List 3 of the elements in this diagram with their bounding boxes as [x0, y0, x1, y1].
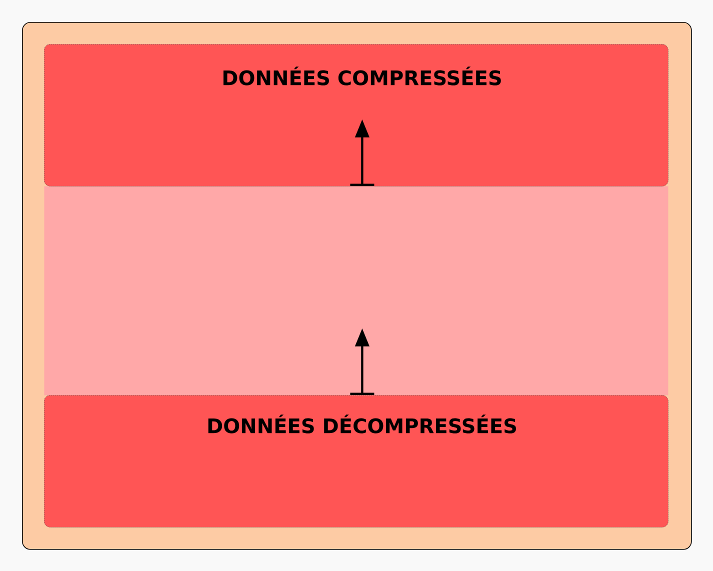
band [44, 186, 668, 396]
band: DONNÉES DÉCOMPRESSÉES [44, 395, 668, 528]
band: DONNÉES COMPRESSÉES [44, 44, 668, 186]
